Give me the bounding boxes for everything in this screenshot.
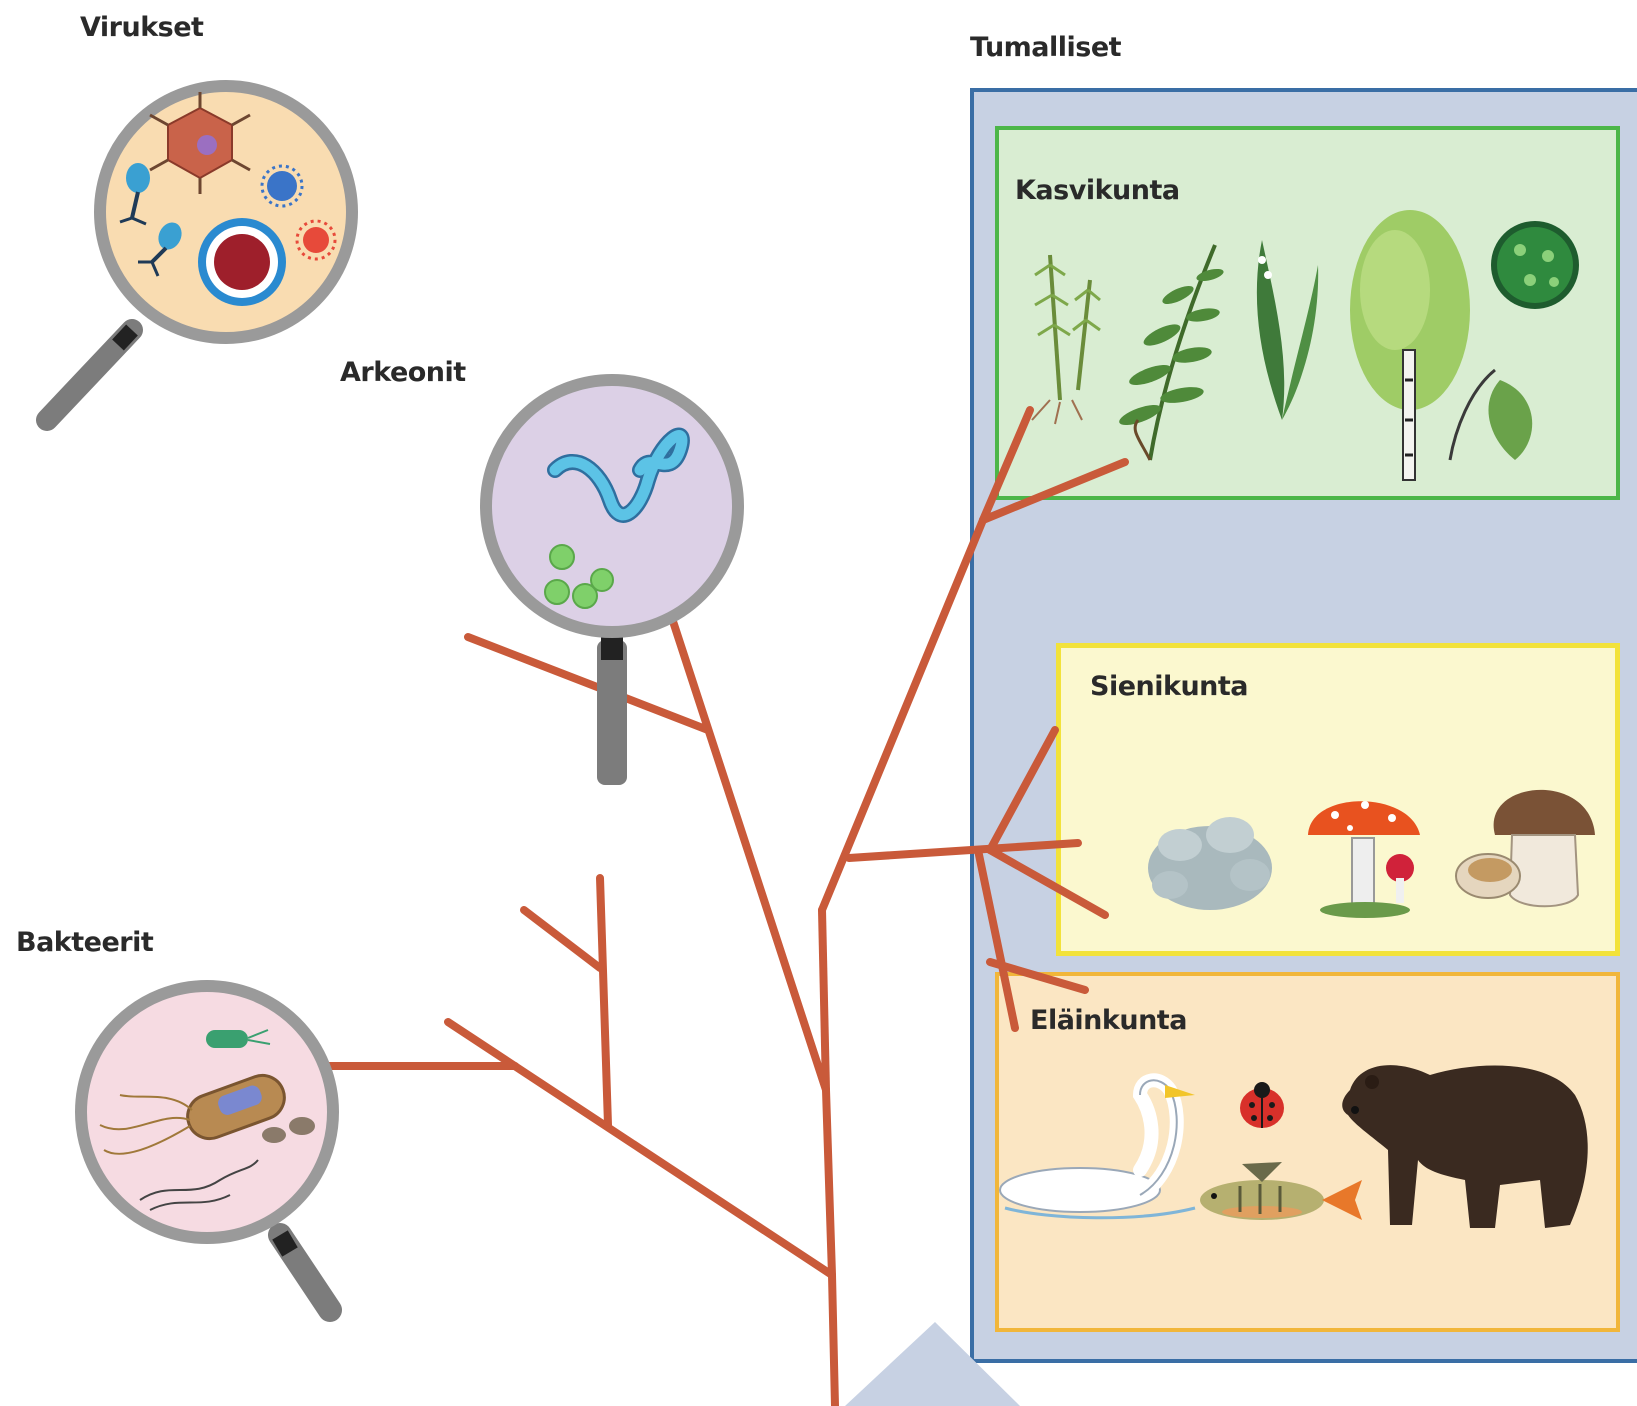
bacteria-label: Bakteerit: [16, 927, 153, 958]
animal-illustrations: [1000, 1065, 1588, 1228]
viruses-label: Virukset: [80, 12, 203, 43]
plants-kingdom-label: Kasvikunta: [1015, 175, 1180, 206]
eukaryote-mid-branch: [849, 843, 1078, 858]
eukaryotes-label: Tumalliset: [970, 32, 1121, 63]
green-alga-cell: [1491, 221, 1579, 309]
swan: [1000, 1080, 1195, 1217]
virus-magnifier: [47, 86, 352, 420]
brown-bear: [1342, 1065, 1588, 1228]
birch-tree: [1350, 210, 1470, 480]
archaea-twig-branch: [468, 637, 708, 730]
fungi-branch-up: [990, 730, 1055, 850]
porcini-mushroom: [1456, 790, 1595, 906]
eukaryote-stem-branch: [822, 910, 826, 1090]
archaea-branch: [652, 557, 826, 1090]
ladybug: [1240, 1082, 1284, 1128]
bottom-triangle-shape: [845, 1322, 1020, 1406]
trunk-branch: [832, 1275, 835, 1406]
main-stem-branch: [826, 1090, 832, 1275]
bacteria-sub-branch: [600, 878, 608, 1125]
animals-branch-stem: [978, 850, 1015, 1028]
plant-illustrations: [1032, 210, 1579, 480]
archaea-label: Arkeonit: [340, 357, 466, 388]
animals-kingdom-label: Eläinkunta: [1030, 1005, 1187, 1036]
birch-leaf: [1450, 370, 1532, 460]
lily-plant: [1257, 240, 1318, 420]
fungi-illustrations: [1148, 790, 1595, 918]
fungi-kingdom-label: Sienikunta: [1090, 671, 1248, 702]
lichen: [1148, 817, 1272, 910]
bacteria-magnifier: [81, 986, 333, 1310]
fern-plant: [1117, 245, 1225, 460]
perch-fish: [1200, 1162, 1362, 1220]
bacteria-main-branch: [448, 1022, 832, 1275]
fungi-branch-down: [990, 850, 1105, 915]
bacteria-twig-branch: [524, 910, 600, 968]
fly-agaric-mushroom: [1308, 801, 1420, 918]
moss-plant: [1032, 255, 1100, 424]
